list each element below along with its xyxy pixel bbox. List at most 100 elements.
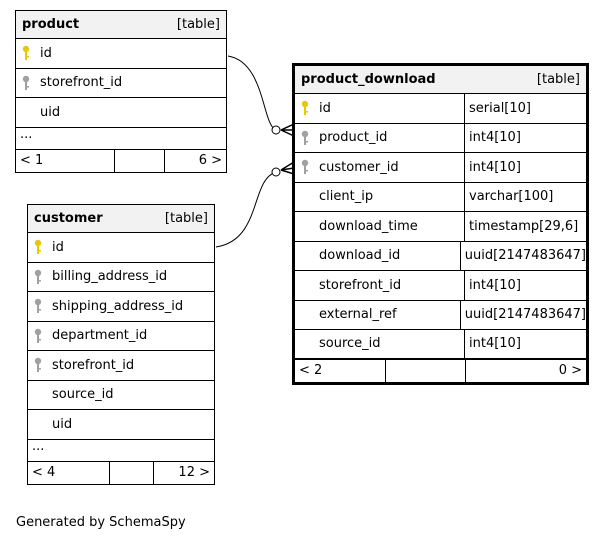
column-name: product_id <box>319 130 388 146</box>
foreign-key-icon <box>295 153 315 182</box>
column-name-cell: download_time <box>295 212 465 241</box>
column-row[interactable]: storefront_id <box>28 351 214 381</box>
column-name: shipping_address_id <box>52 298 184 314</box>
table-name: product <box>22 17 80 32</box>
column-datatype: uuid[2147483647] <box>464 307 586 323</box>
column-name-cell: customer_id <box>295 153 465 182</box>
no-key-spacer <box>28 410 48 439</box>
column-name: storefront_id <box>40 75 123 91</box>
column-row[interactable]: download_id uuid[2147483647] <box>295 241 586 271</box>
column-name: download_time <box>319 218 418 234</box>
column-name-cell: product_id <box>295 123 465 153</box>
column-name-cell: storefront_id <box>295 271 465 300</box>
no-key-spacer <box>28 381 48 410</box>
column-row[interactable]: department_id <box>28 322 214 351</box>
relation-optional-marker <box>271 167 281 177</box>
no-key-spacer <box>295 271 315 300</box>
column-datatype: int4[10] <box>469 336 521 352</box>
column-name-cell: id <box>295 94 465 123</box>
no-key-spacer <box>295 301 315 330</box>
relation-optional-marker <box>271 125 281 135</box>
relation-product-to-download <box>227 55 277 131</box>
column-datatype: int4[10] <box>469 130 521 146</box>
column-datatype: int4[10] <box>469 277 521 293</box>
footer-spacer <box>109 461 153 484</box>
footer-spacer <box>385 359 465 382</box>
primary-key-icon <box>28 233 48 262</box>
column-datatype: timestamp[29,6] <box>469 218 579 234</box>
table-type: [table] <box>536 72 580 87</box>
foreign-key-icon <box>16 69 36 98</box>
primary-key-icon <box>295 94 315 123</box>
foreign-key-icon <box>28 263 48 292</box>
column-name-cell: source_id <box>295 330 465 358</box>
column-datatype: uuid[2147483647] <box>464 248 586 264</box>
no-key-spacer <box>295 242 315 271</box>
relation-crowfoot <box>280 161 295 175</box>
foreign-key-icon <box>28 351 48 380</box>
column-name: department_id <box>52 328 148 344</box>
generated-by-note: Generated by SchemaSpy <box>16 515 186 530</box>
column-row[interactable]: id <box>16 39 226 69</box>
column-row[interactable]: customer_id int4[10] <box>295 153 586 183</box>
column-row[interactable]: shipping_address_id <box>28 292 214 322</box>
more-columns: ... <box>28 439 214 462</box>
relation-crowfoot <box>280 123 295 137</box>
column-name-cell: external_ref <box>295 300 461 330</box>
column-name: id <box>52 239 64 255</box>
table-header: product [table] <box>16 11 226 39</box>
column-row[interactable]: product_id int4[10] <box>295 123 586 153</box>
column-row[interactable]: source_id <box>28 381 214 410</box>
no-key-spacer <box>16 98 36 127</box>
table-type: [table] <box>176 17 220 32</box>
foreign-key-icon <box>295 124 315 153</box>
column-row[interactable]: billing_address_id <box>28 263 214 292</box>
foreign-key-icon <box>28 292 48 321</box>
column-row[interactable]: download_time timestamp[29,6] <box>295 212 586 242</box>
primary-key-icon <box>16 39 36 68</box>
column-row[interactable]: storefront_id <box>16 69 226 98</box>
column-name: download_id <box>319 248 401 264</box>
column-name: id <box>40 45 52 61</box>
column-row[interactable]: uid <box>16 98 226 128</box>
table-footer: < 1 6 > <box>16 149 226 172</box>
column-name: id <box>319 100 331 116</box>
column-name: uid <box>40 104 61 120</box>
column-datatype: int4[10] <box>469 159 521 175</box>
relation-customer-to-download <box>215 171 277 248</box>
table-footer: < 4 12 > <box>28 461 214 484</box>
parent-count: < 1 <box>20 153 44 168</box>
child-count: 6 > <box>164 149 226 172</box>
column-row[interactable]: id <box>28 233 214 263</box>
column-row[interactable]: external_ref uuid[2147483647] <box>295 300 586 330</box>
column-row[interactable]: client_ip varchar[100] <box>295 182 586 212</box>
column-name-cell: client_ip <box>295 182 465 212</box>
column-row[interactable]: storefront_id int4[10] <box>295 271 586 301</box>
no-key-spacer <box>295 183 315 212</box>
no-key-spacer <box>295 330 315 358</box>
table-name: customer <box>34 211 103 226</box>
foreign-key-icon <box>28 322 48 351</box>
column-row[interactable]: uid <box>28 410 214 440</box>
column-name: client_ip <box>319 189 374 205</box>
column-name: billing_address_id <box>52 269 168 285</box>
parent-count: < 2 <box>299 363 323 378</box>
column-datatype: varchar[100] <box>469 189 554 205</box>
table-footer: < 2 0 > <box>295 359 586 382</box>
column-name-cell: download_id <box>295 241 461 271</box>
no-key-spacer <box>295 212 315 241</box>
column-name: source_id <box>52 387 114 403</box>
table-header: product_download [table] <box>295 66 586 94</box>
parent-count: < 4 <box>32 465 56 480</box>
column-name: storefront_id <box>319 277 402 293</box>
more-columns: ... <box>16 127 226 150</box>
column-name: external_ref <box>319 307 397 323</box>
child-count: 0 > <box>465 359 586 382</box>
column-name: customer_id <box>319 159 399 175</box>
